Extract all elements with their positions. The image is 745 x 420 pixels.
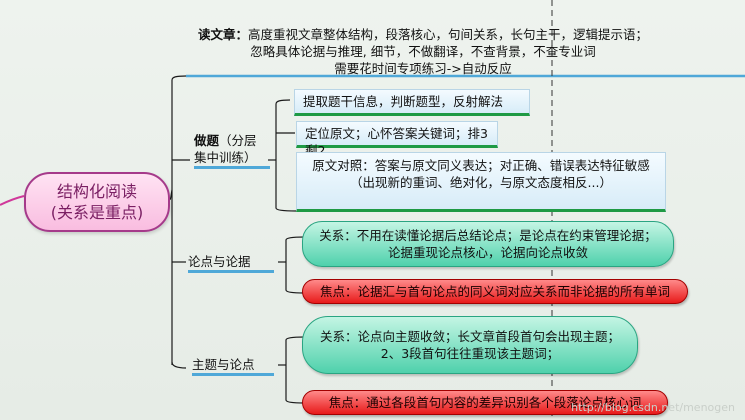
argument-relation-line1: 关系：不用在读懂论据后总结论点；是论点在约束管理论据；	[319, 228, 657, 243]
argument-focus[interactable]: 焦点：论据汇与首句论点的同义词对应关系而非论据的所有单词	[302, 279, 688, 304]
questions-node[interactable]: 做题（分层 集中训练）	[194, 132, 270, 169]
reading-line3: 需要花时间专项练习->自动反应	[334, 61, 512, 76]
argument-underline	[188, 270, 274, 273]
topic-focus[interactable]: 焦点：通过各段首句内容的差异识别各个段落论点核心词	[302, 390, 668, 415]
argument-relation-line2: 论据重现论点核心，论据向论点收敛	[387, 245, 588, 260]
reading-line1: 高度重视文章整体结构，段落核心，句间关系，长句主干，逻辑提示语；	[248, 27, 649, 42]
root-tail	[0, 195, 25, 206]
topic-focus-text: 焦点：通过各段首句内容的差异识别各个段落论点核心词	[328, 395, 642, 410]
argument-focus-text: 焦点：论据汇与首句论点的同义词对应关系而非论据的所有单词	[319, 284, 670, 299]
step-compare[interactable]: 原文对照：答案与原文同义表达；对正确、错误表达特征敏感 （出现新的重词、绝对化，…	[296, 152, 666, 212]
questions-label-rest-2: 集中训练）	[194, 150, 257, 165]
step-compare-line2: （出现新的重词、绝对化，与原文态度相反...）	[350, 175, 612, 190]
questions-label-rest-1: （分层	[219, 133, 257, 148]
step-compare-line1: 原文对照：答案与原文同义表达；对正确、错误表达特征敏感	[312, 158, 650, 173]
step-locate[interactable]: 定位原文；心怀答案关键词；排3剩2	[296, 121, 498, 158]
argument-label: 论点与论据	[188, 254, 251, 269]
reading-label: 读文章：	[197, 27, 248, 42]
trunk-to-reading	[171, 75, 187, 81]
argument-relation[interactable]: 关系：不用在读懂论据后总结论点；是论点在约束管理论据； 论据重现论点核心，论据向…	[302, 221, 674, 267]
questions-label-bold: 做题	[194, 133, 220, 148]
topic-relation-line1: 关系：论点向主题收敛；长文章首段首句会出现主题；	[319, 329, 620, 344]
topic-relation[interactable]: 关系：论点向主题收敛；长文章首段首句会出现主题； 2、3段首句往往重现该主题词；	[302, 316, 638, 374]
root-title: 结构化阅读	[56, 182, 137, 201]
root-node[interactable]: 结构化阅读 (关系是重点)	[24, 172, 170, 232]
root-subtitle: (关系是重点)	[50, 203, 144, 222]
trunk-to-topic	[171, 361, 187, 369]
topic-underline	[192, 373, 274, 376]
watermark: http://blog.csdn.net/menogen	[571, 401, 735, 414]
topic-label: 主题与论点	[192, 357, 255, 372]
step-extract-text: 提取题干信息，判断题型，反射解法	[303, 94, 504, 109]
reading-node[interactable]: 读文章：高度重视文章整体结构，段落核心，句间关系，长句主干，逻辑提示语； 忽略具…	[188, 26, 658, 77]
reading-line2: 忽略具体论据与推理, 细节，不做翻译，不查背景，不查专业词	[250, 44, 596, 59]
argument-node[interactable]: 论点与论据	[188, 253, 274, 273]
questions-underline	[194, 166, 270, 169]
topic-node[interactable]: 主题与论点	[192, 356, 274, 376]
step-extract[interactable]: 提取题干信息，判断题型，反射解法	[294, 89, 530, 116]
topic-relation-line2: 2、3段首句往往重现该主题词；	[380, 346, 560, 361]
